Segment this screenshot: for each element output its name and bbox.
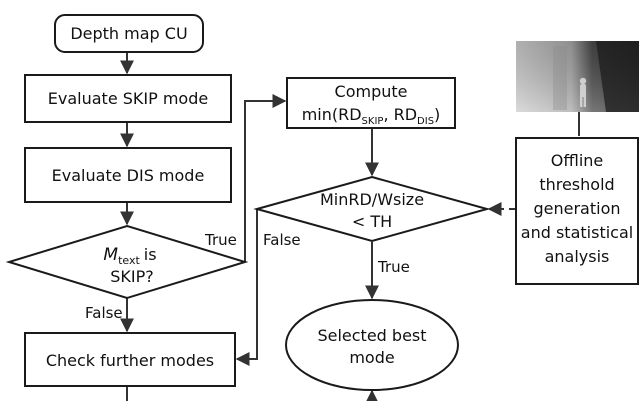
person-silhouette [579, 77, 587, 107]
offline-line5: analysis [545, 247, 610, 266]
edges [120, 52, 580, 401]
node-evaluate-skip-label: Evaluate SKIP mode [48, 89, 208, 108]
label-minrd-true: True [377, 258, 410, 276]
edge-minrd-false [235, 209, 258, 366]
offline-line2: threshold [539, 175, 614, 194]
node-compute-min: Compute min(RDSKIP, RDDIS) [286, 77, 456, 129]
node-check-further: Check further modes [24, 332, 236, 387]
offline-line3: generation [533, 199, 620, 218]
compute-min-sub1: SKIP [362, 116, 384, 127]
node-offline: Offline threshold generation and statist… [515, 137, 639, 285]
decision-mtext-is: is [144, 245, 157, 264]
compute-min-line1: Compute [335, 82, 408, 101]
label-mtext-true: True [204, 231, 237, 249]
edge-decision-true [244, 94, 287, 262]
compute-min-line2: min(RDSKIP, RDDIS) [302, 105, 441, 127]
node-decision-minrd: MinRD/Wsize < TH [253, 175, 491, 243]
node-check-further-label: Check further modes [46, 351, 214, 370]
offline-line4: and statistical [521, 223, 633, 242]
selected-best-line2: mode [349, 348, 394, 367]
depth-map-image [516, 41, 639, 112]
compute-min-suffix: ) [434, 105, 440, 124]
compute-min-prefix: min(RD [302, 105, 362, 124]
node-selected-best: Selected best mode [285, 299, 459, 391]
decision-mtext-sub: text [118, 254, 140, 267]
decision-minrd-line2: < TH [352, 212, 392, 231]
offline-line1: Offline [551, 151, 604, 170]
node-depth-map-cu-label: Depth map CU [70, 24, 187, 43]
node-evaluate-skip: Evaluate SKIP mode [24, 74, 232, 123]
node-evaluate-dis: Evaluate DIS mode [24, 147, 232, 203]
label-minrd-false: False [263, 231, 301, 249]
decision-mtext-line2: SKIP? [110, 267, 154, 286]
label-mtext-false: False [85, 304, 123, 322]
decision-mtext-m: M [103, 245, 118, 265]
node-evaluate-dis-label: Evaluate DIS mode [52, 166, 205, 185]
compute-min-sep: , RD [383, 105, 417, 124]
decision-minrd-line1: MinRD/Wsize [320, 190, 424, 209]
selected-best-line1: Selected best [317, 326, 426, 345]
node-depth-map-cu: Depth map CU [54, 14, 204, 53]
compute-min-sub2: DIS [417, 116, 434, 127]
